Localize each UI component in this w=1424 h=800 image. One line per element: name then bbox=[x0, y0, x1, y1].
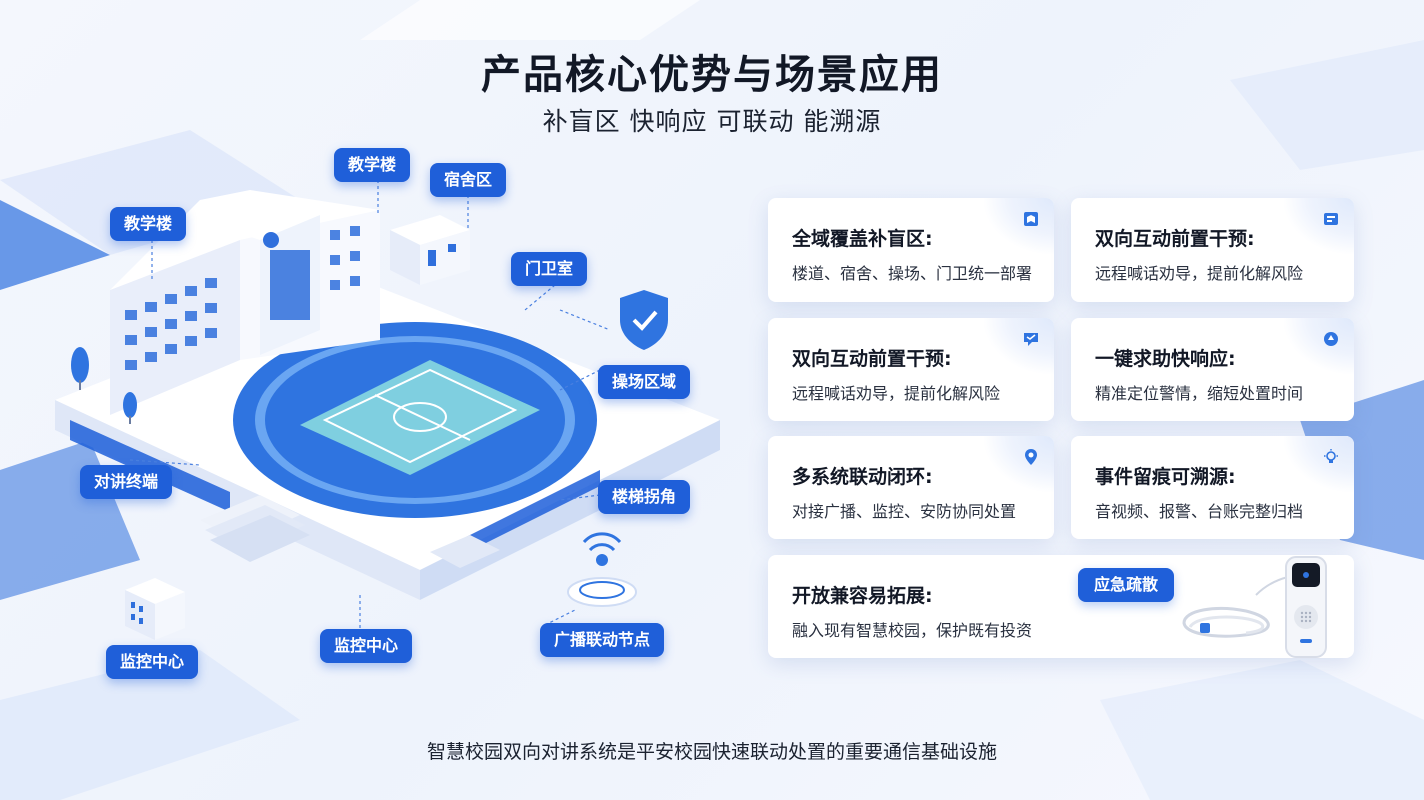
label-broadcast-node: 广播联动节点 bbox=[540, 623, 665, 657]
map-icon bbox=[1024, 212, 1038, 226]
card-desc: 远程喊话劝导，提前化解风险 bbox=[792, 384, 1001, 403]
intercom-device-illustration bbox=[1182, 556, 1327, 658]
card-title: 事件留痕可溯源: bbox=[1095, 466, 1236, 488]
feature-card-interaction-2: 双向互动前置干预: 远程喊话劝导，提前化解风险 bbox=[768, 318, 1054, 421]
card-title: 开放兼容易拓展: bbox=[792, 585, 933, 607]
card-desc: 融入现有智慧校园，保护既有投资 bbox=[792, 621, 1033, 640]
stairs bbox=[200, 495, 500, 568]
main-building bbox=[110, 190, 380, 415]
bulb-icon bbox=[1324, 449, 1338, 463]
alert-icon bbox=[1324, 332, 1338, 346]
card-desc: 音视频、报警、台账完整归档 bbox=[1095, 502, 1304, 521]
emergency-evacuation-badge: 应急疏散 bbox=[1078, 568, 1175, 602]
page-subtitle: 补盲区 快响应 可联动 能溯源 bbox=[542, 107, 882, 136]
campus-illustration bbox=[55, 180, 720, 650]
label-playground: 操场区域 bbox=[598, 365, 691, 399]
shield-icon bbox=[620, 290, 668, 350]
card-desc: 远程喊话劝导，提前化解风险 bbox=[1095, 264, 1304, 283]
label-teaching-building-left: 教学楼 bbox=[110, 207, 187, 241]
card-desc: 对接广播、监控、安防协同处置 bbox=[792, 502, 1017, 521]
card-title: 多系统联动闭环: bbox=[792, 466, 933, 488]
feature-card-traceability: 事件留痕可溯源: 音视频、报警、台账完整归档 bbox=[1071, 436, 1354, 539]
label-stair-corner: 楼梯拐角 bbox=[598, 480, 691, 514]
card-title: 全域覆盖补盲区: bbox=[792, 228, 933, 250]
trees bbox=[71, 347, 137, 424]
connector-lines bbox=[129, 180, 611, 650]
label-monitor-center-left: 监控中心 bbox=[106, 645, 199, 679]
card-desc: 楼道、宿舍、操场、门卫统一部署 bbox=[792, 264, 1033, 283]
panel-icon bbox=[1324, 213, 1338, 225]
monitor-center-building bbox=[125, 578, 185, 640]
feature-card-linkage: 多系统联动闭环: 对接广播、监控、安防协同处置 bbox=[768, 436, 1054, 539]
label-monitor-center-mid: 监控中心 bbox=[320, 629, 413, 663]
card-desc: 精准定位警情，缩短处置时间 bbox=[1095, 384, 1304, 403]
feature-card-sos: 一键求助快响应: 精准定位警情，缩短处置时间 bbox=[1071, 318, 1354, 421]
card-title: 一键求助快响应: bbox=[1095, 348, 1236, 370]
feature-card-interaction: 双向互动前置干预: 远程喊话劝导，提前化解风险 bbox=[1071, 198, 1354, 302]
page-title: 产品核心优势与场景应用 bbox=[481, 52, 943, 98]
card-title: 双向互动前置干预: bbox=[1095, 228, 1255, 250]
label-dorm-area: 宿舍区 bbox=[430, 163, 507, 197]
feature-card-extensible: 开放兼容易拓展: 融入现有智慧校园，保护既有投资 应急疏散 bbox=[768, 555, 1354, 658]
label-intercom-terminal: 对讲终端 bbox=[80, 465, 173, 499]
location-icon bbox=[1025, 449, 1037, 465]
running-track bbox=[233, 322, 597, 518]
label-gatehouse: 门卫室 bbox=[511, 252, 588, 286]
broadcast-node-icon bbox=[567, 532, 637, 607]
footer-caption: 智慧校园双向对讲系统是平安校园快速联动处置的重要通信基础设施 bbox=[426, 741, 997, 763]
label-teaching-building-top: 教学楼 bbox=[334, 148, 411, 182]
dorm-building bbox=[390, 215, 470, 285]
card-title: 双向互动前置干预: bbox=[792, 348, 952, 370]
chat-icon bbox=[1024, 333, 1038, 346]
feature-card-coverage: 全域覆盖补盲区: 楼道、宿舍、操场、门卫统一部署 bbox=[768, 198, 1054, 302]
